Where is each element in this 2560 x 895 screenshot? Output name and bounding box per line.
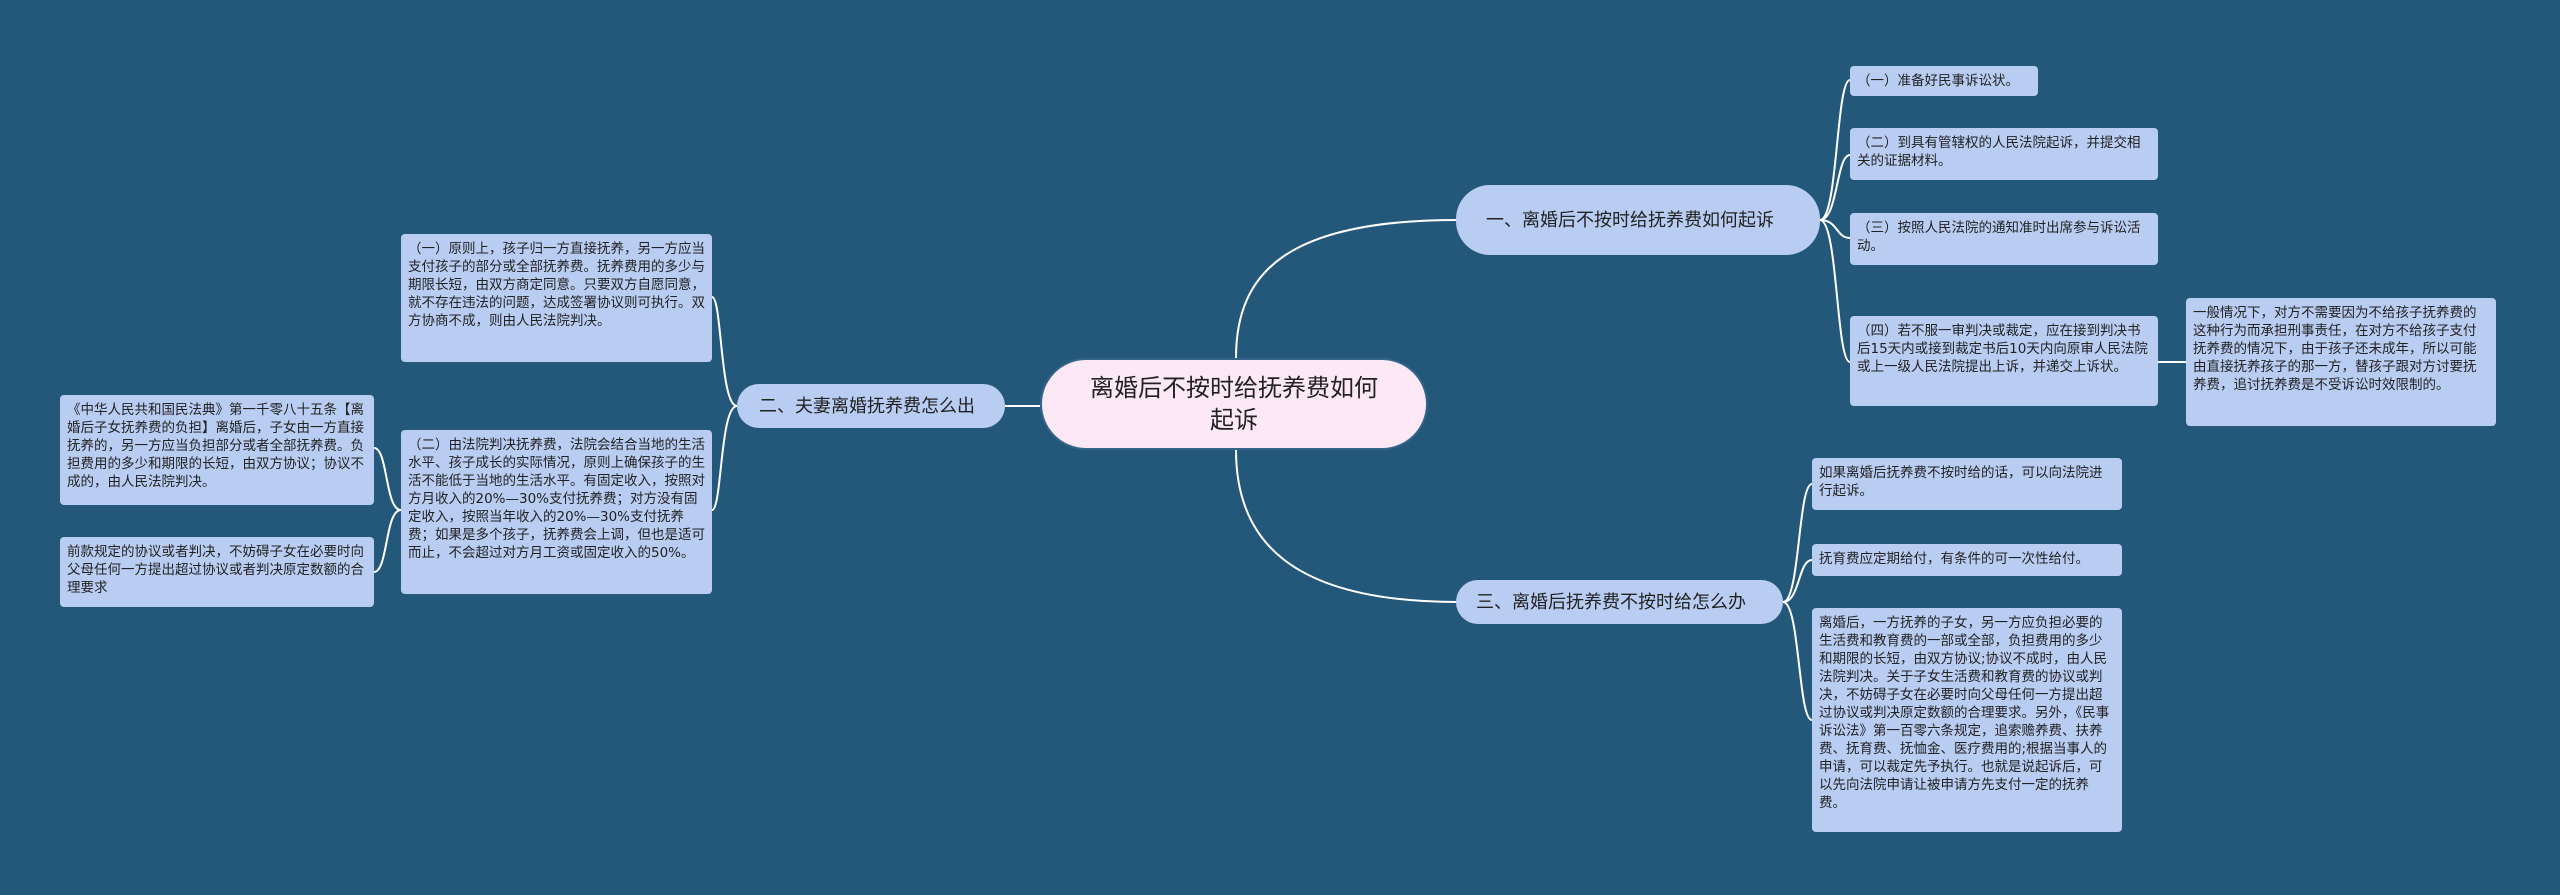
branch-2-leaf-2-detail-2[interactable]: 前款规定的协议或者判决，不妨碍子女在必要时向父母任何一方提出超过协议或者判决原定… [60,537,374,607]
branch-topic-3[interactable]: 三、离婚后抚养费不按时给怎么办 [1456,580,1783,624]
link-root-branch-1 [1235,219,1459,359]
root-topic-label: 离婚后不按时给抚养费如何起诉 [1090,374,1378,434]
branch-3-leaf-3[interactable]: 离婚后，一方抚养的子女，另一方应负担必要的生活费和教育费的一部或全部，负担费用的… [1812,608,2122,832]
branch-1-leaf-1[interactable]: （一）准备好民事诉讼状。 [1850,66,2038,96]
branch-1-leaf-4-text: （四）若不服一审判决或裁定，应在接到判决书后15天内或接到裁定书后10天内向原审… [1857,323,2148,375]
branch-1-leaf-4-detail[interactable]: 一般情况下，对方不需要因为不给孩子抚养费的这种行为而承担刑事责任，在对方不给孩子… [2186,298,2496,426]
root-topic[interactable]: 离婚后不按时给抚养费如何起诉 [1040,358,1428,450]
branch-1-leaf-3[interactable]: （三）按照人民法院的通知准时出席参与诉讼活动。 [1850,213,2158,265]
branch-3-leaf-1[interactable]: 如果离婚后抚养费不按时给的话，可以向法院进行起诉。 [1812,458,2122,510]
branch-1-leaf-4[interactable]: （四）若不服一审判决或裁定，应在接到判决书后15天内或接到裁定书后10天内向原审… [1850,316,2158,406]
branch-2-leaf-2-detail-1-text: 《中华人民共和国民法典》第一千零八十五条【离婚后子女抚养费的负担】离婚后，子女由… [67,402,364,490]
branch-2-leaf-2-detail-1[interactable]: 《中华人民共和国民法典》第一千零八十五条【离婚后子女抚养费的负担】离婚后，子女由… [60,395,374,505]
link-b1-leaf-2 [1819,154,1851,221]
branch-3-leaf-3-text: 离婚后，一方抚养的子女，另一方应负担必要的生活费和教育费的一部或全部，负担费用的… [1819,615,2110,811]
branch-1-leaf-4-detail-text: 一般情况下，对方不需要因为不给孩子抚养费的这种行为而承担刑事责任，在对方不给孩子… [2193,305,2477,393]
link-b3-leaf-1 [1782,483,1813,603]
link-b2-leaf-2-detail-2 [373,509,402,573]
link-b2-leaf-1 [711,296,738,407]
link-b1-leaf-4 [1819,219,1851,363]
branch-1-leaf-1-text: （一）准备好民事诉讼状。 [1857,73,2019,89]
link-b1-leaf-1 [1819,79,1851,221]
branch-1-leaf-3-text: （三）按照人民法院的通知准时出席参与诉讼活动。 [1857,220,2141,254]
branch-3-leaf-2[interactable]: 抚育费应定期给付，有条件的可一次性给付。 [1812,544,2122,576]
link-b3-leaf-3 [1782,601,1813,721]
branch-2-leaf-2-text: （二）由法院判决抚养费，法院会结合当地的生活水平、孩子成长的实际情况，原则上确保… [408,437,705,561]
branch-2-leaf-2-detail-2-text: 前款规定的协议或者判决，不妨碍子女在必要时向父母任何一方提出超过协议或者判决原定… [67,544,364,596]
link-b1-leaf-3 [1819,219,1851,239]
branch-3-leaf-2-text: 抚育费应定期给付，有条件的可一次性给付。 [1819,551,2089,567]
branch-topic-1-label: 一、离婚后不按时给抚养费如何起诉 [1486,209,1774,231]
branch-topic-3-label: 三、离婚后抚养费不按时给怎么办 [1476,591,1746,613]
branch-2-leaf-1-text: （一）原则上，孩子归一方直接抚养，另一方应当支付孩子的部分或全部抚养费。抚养费用… [408,241,705,329]
link-b2-leaf-2-detail-1 [373,447,402,511]
link-b3-leaf-2 [1782,559,1813,603]
link-b2-leaf-2 [711,405,738,511]
branch-1-leaf-2[interactable]: （二）到具有管辖权的人民法院起诉，并提交相关的证据材料。 [1850,128,2158,180]
branch-topic-1[interactable]: 一、离婚后不按时给抚养费如何起诉 [1456,185,1820,255]
branch-2-leaf-1[interactable]: （一）原则上，孩子归一方直接抚养，另一方应当支付孩子的部分或全部抚养费。抚养费用… [401,234,712,362]
link-root-branch-3 [1235,449,1459,603]
branch-3-leaf-1-text: 如果离婚后抚养费不按时给的话，可以向法院进行起诉。 [1819,465,2103,499]
branch-2-leaf-2[interactable]: （二）由法院判决抚养费，法院会结合当地的生活水平、孩子成长的实际情况，原则上确保… [401,430,712,594]
branch-1-leaf-2-text: （二）到具有管辖权的人民法院起诉，并提交相关的证据材料。 [1857,135,2141,169]
branch-topic-2-label: 二、夫妻离婚抚养费怎么出 [759,395,975,417]
branch-topic-2[interactable]: 二、夫妻离婚抚养费怎么出 [737,384,1005,428]
